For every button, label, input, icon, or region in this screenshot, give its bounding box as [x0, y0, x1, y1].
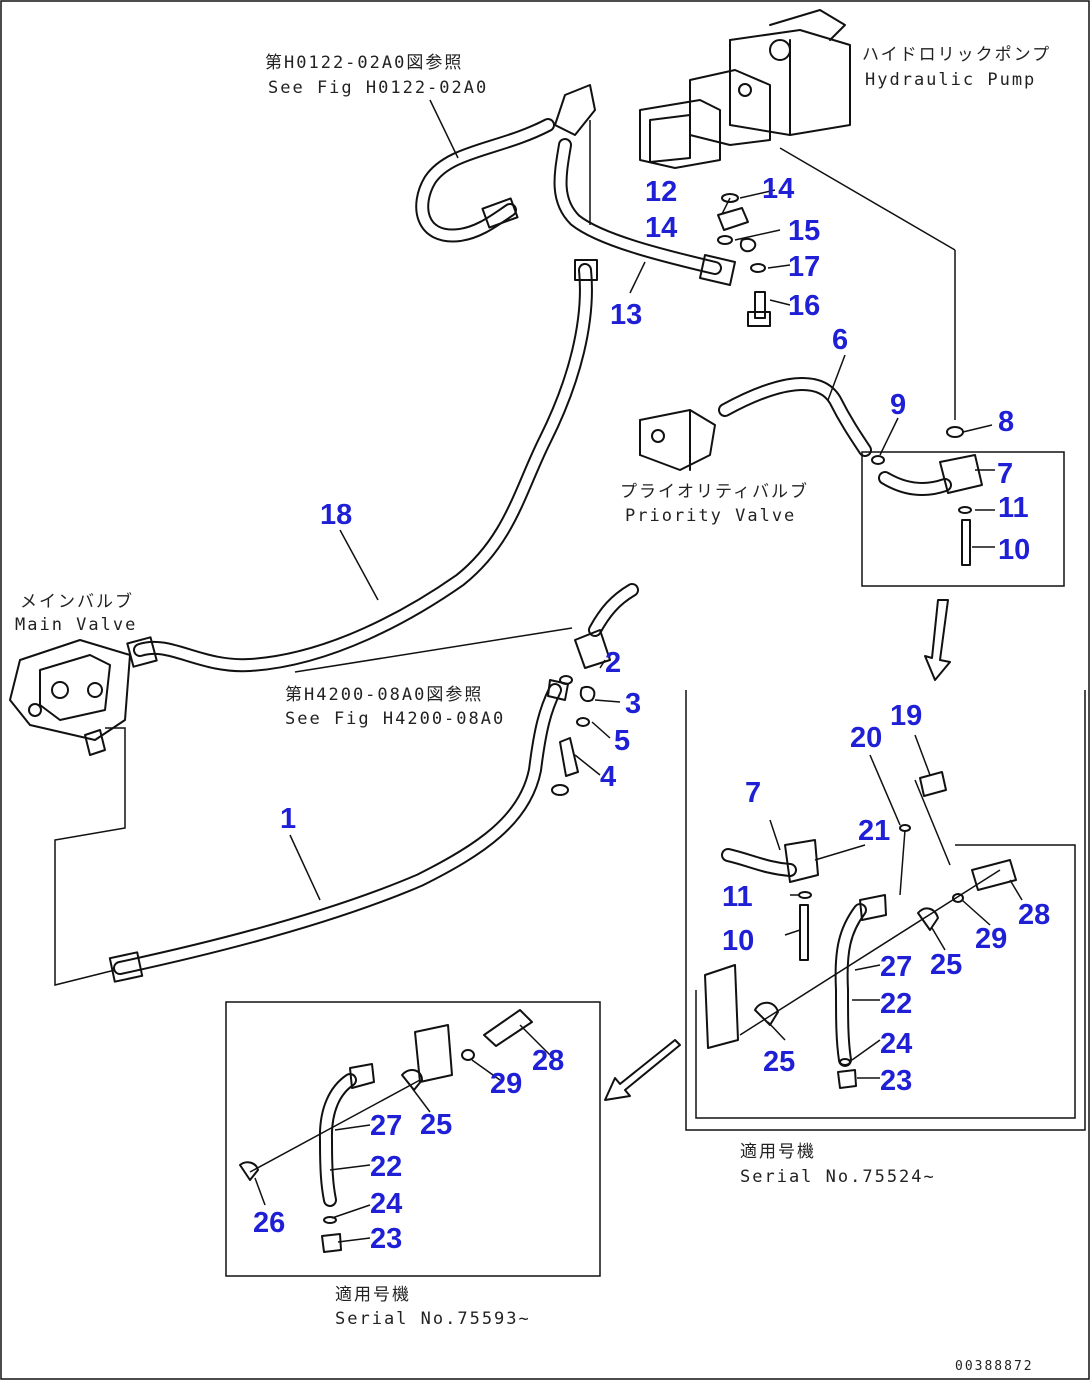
detail-a-callout-28: 28 [1018, 899, 1050, 931]
callout-14-lower: 14 [645, 212, 677, 244]
detail-b-callout-28: 28 [532, 1045, 564, 1077]
caption-see-fig-h0122-jp: 第H0122-02A0図参照 [265, 53, 463, 73]
callout-17: 17 [788, 251, 820, 283]
callout-13: 13 [610, 299, 642, 331]
callout-leader-lines [289, 99, 995, 901]
caption-serial-b-jp: 適用号機 [335, 1285, 411, 1305]
detail-a-callout-20: 20 [850, 722, 882, 754]
detail-b-callout-29: 29 [490, 1068, 522, 1100]
pump-fitting-parts [717, 193, 771, 327]
section-arrows [604, 599, 951, 1101]
caption-priority-valve-en: Priority Valve [625, 506, 796, 526]
detail-a-callout-10: 10 [722, 925, 754, 957]
callout-5: 5 [614, 725, 630, 757]
detail-a-callout-23: 23 [880, 1065, 912, 1097]
detail-a-callout-25-lower: 25 [763, 1046, 795, 1078]
caption-serial-a-jp: 適用号機 [740, 1142, 816, 1162]
detail-a-callout-19: 19 [890, 700, 922, 732]
main-valve-illustration [9, 639, 131, 986]
detail-a-callout-11: 11 [722, 881, 753, 913]
callout-18: 18 [320, 499, 352, 531]
detail-a-callout-7: 7 [745, 777, 761, 809]
callout-3: 3 [625, 688, 641, 720]
callout-6: 6 [832, 324, 848, 356]
upper-hose-loop [415, 84, 736, 286]
caption-main-valve-jp: メインバルブ [20, 591, 134, 612]
detail-a-callout-21: 21 [858, 815, 890, 847]
callout-8: 8 [998, 406, 1014, 438]
hose-18 [126, 259, 598, 673]
detail-a-callout-29: 29 [975, 923, 1007, 955]
detail-a-callout-24: 24 [880, 1028, 912, 1060]
caption-hydraulic-pump-jp: ハイドロリックポンプ [862, 45, 1051, 65]
callout-1: 1 [280, 803, 296, 835]
caption-serial-b-en: Serial No.75593~ [335, 1309, 531, 1329]
callout-9: 9 [890, 389, 906, 421]
caption-see-fig-h0122-en: See Fig H0122-02A0 [268, 78, 488, 98]
callout-14-upper: 14 [762, 173, 794, 205]
callout-12: 12 [645, 176, 677, 208]
detail-b-callout-22: 22 [370, 1151, 402, 1183]
hose-1 [108, 679, 569, 983]
priority-valve-and-hose-6 [639, 377, 885, 471]
caption-priority-valve-jp: プライオリティバルブ [620, 481, 809, 502]
detail-a-callout-27: 27 [880, 951, 912, 983]
inset-box-elbow-fitting [861, 426, 1065, 587]
callout-11: 11 [998, 492, 1029, 524]
detail-b-callout-25: 25 [420, 1109, 452, 1141]
caption-main-valve-en: Main Valve [15, 615, 137, 635]
callout-10: 10 [998, 534, 1030, 566]
caption-see-fig-h4200-jp: 第H4200-08A0図参照 [285, 685, 483, 705]
callout-16: 16 [788, 290, 820, 322]
pipe-to-fig-h4200 [551, 583, 639, 796]
callout-2: 2 [605, 647, 621, 679]
detail-b-serial-75593 [225, 1001, 601, 1277]
callout-numbers: 1 2 3 4 5 6 7 8 9 10 11 12 13 14 14 15 1… [253, 173, 1050, 1255]
detail-b-callout-23: 23 [370, 1223, 402, 1255]
detail-a-callout-25-upper: 25 [930, 949, 962, 981]
callout-7: 7 [997, 458, 1013, 490]
callout-4: 4 [600, 761, 616, 793]
drawing-code: 00388872 [955, 1359, 1034, 1374]
detail-a-serial-75524 [685, 690, 1086, 1131]
hydraulic-pump-illustration [639, 9, 956, 420]
caption-serial-a-en: Serial No.75524~ [740, 1167, 936, 1187]
detail-b-callout-27: 27 [370, 1110, 402, 1142]
caption-see-fig-h4200-en: See Fig H4200-08A0 [285, 709, 505, 729]
callout-15: 15 [788, 215, 820, 247]
detail-b-callout-26: 26 [253, 1207, 285, 1239]
captions: 第H0122-02A0図参照 See Fig H0122-02A0 ハイドロリッ… [15, 45, 1051, 1374]
detail-b-callout-24: 24 [370, 1188, 402, 1220]
detail-a-callout-22: 22 [880, 988, 912, 1020]
caption-hydraulic-pump-en: Hydraulic Pump [865, 70, 1036, 90]
